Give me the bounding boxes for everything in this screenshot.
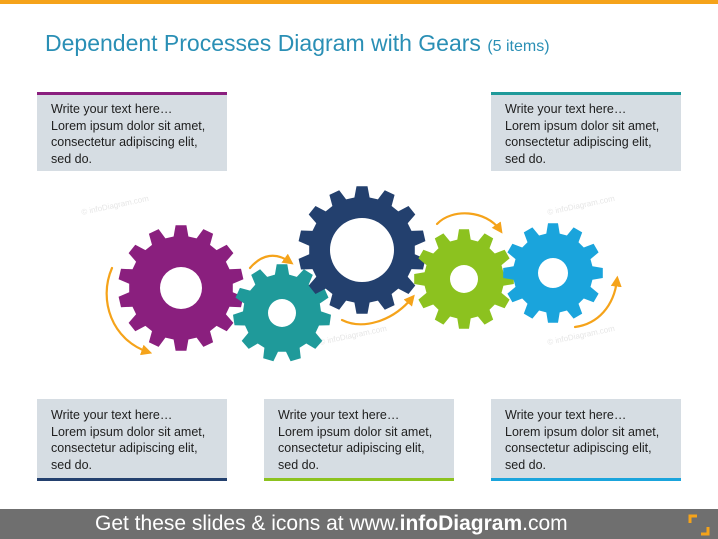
arrow-icon — [248, 253, 294, 270]
footer-text: Get these slides & icons at www.infoDiag… — [95, 509, 568, 539]
box-text-line: Lorem ipsum dolor sit amet, — [51, 118, 206, 133]
gear-navy-icon — [298, 186, 426, 314]
top-accent-rule — [0, 0, 718, 4]
footer-banner: Get these slides & icons at www.infoDiag… — [0, 509, 718, 539]
title-main: Dependent Processes Diagram with Gears — [45, 30, 481, 56]
corner-logo-icon — [688, 514, 710, 536]
box-text-line: sed do. — [505, 151, 547, 166]
box-heading: Write your text here… — [505, 102, 627, 116]
gears-diagram: © infoDiagram.com © infoDiagram.com © in… — [81, 186, 622, 362]
gear-purple-icon — [118, 225, 244, 351]
text-box-top-left[interactable]: Write your text here… Lorem ipsum dolor … — [37, 92, 227, 171]
box-text-line: sed do. — [278, 457, 320, 472]
text-box-bottom-center[interactable]: Write your text here… Lorem ipsum dolor … — [264, 399, 454, 481]
box-text-line: Lorem ipsum dolor sit amet, — [278, 424, 433, 439]
box-text-line: consectetur adipiscing elit, — [278, 441, 425, 455]
box-text-line: consectetur adipiscing elit, — [51, 441, 198, 455]
watermark: © infoDiagram.com — [319, 324, 388, 347]
text-box-bottom-right[interactable]: Write your text here… Lorem ipsum dolor … — [491, 399, 681, 481]
footer-prefix: Get these slides & icons at www. — [95, 512, 400, 535]
arrow-icon — [573, 275, 622, 329]
logo-stroke — [688, 514, 697, 523]
gear-blue-icon — [503, 223, 603, 323]
box-text-line: Lorem ipsum dolor sit amet, — [505, 118, 660, 133]
logo-stroke — [701, 527, 710, 536]
box-text-line: Lorem ipsum dolor sit amet, — [51, 424, 206, 439]
page-title: Dependent Processes Diagram with Gears (… — [45, 30, 550, 57]
box-text-line: consectetur adipiscing elit, — [505, 441, 652, 455]
arrow-icon — [435, 212, 503, 234]
box-text-line: sed do. — [51, 151, 93, 166]
gear-teal-icon — [233, 264, 331, 362]
text-box-top-right[interactable]: Write your text here… Lorem ipsum dolor … — [491, 92, 681, 171]
box-heading: Write your text here… — [505, 408, 627, 422]
box-text-line: sed do. — [505, 457, 547, 472]
box-text-line: Lorem ipsum dolor sit amet, — [505, 424, 660, 439]
gear-green-icon — [414, 229, 514, 329]
watermark: © infoDiagram.com — [547, 324, 616, 347]
box-heading: Write your text here… — [51, 408, 173, 422]
text-box-bottom-left[interactable]: Write your text here… Lorem ipsum dolor … — [37, 399, 227, 481]
title-subtitle: (5 items) — [487, 38, 550, 55]
watermark: © infoDiagram.com — [81, 194, 150, 217]
footer-brand: infoDiagram — [399, 512, 523, 535]
arrow-icon — [105, 266, 153, 356]
box-heading: Write your text here… — [278, 408, 400, 422]
arrow-icon — [340, 294, 415, 326]
watermark: © infoDiagram.com — [547, 194, 616, 217]
footer-suffix: .com — [522, 512, 568, 535]
box-heading: Write your text here… — [51, 102, 173, 116]
box-text-line: consectetur adipiscing elit, — [505, 135, 652, 149]
box-text-line: consectetur adipiscing elit, — [51, 135, 198, 149]
box-text-line: sed do. — [51, 457, 93, 472]
